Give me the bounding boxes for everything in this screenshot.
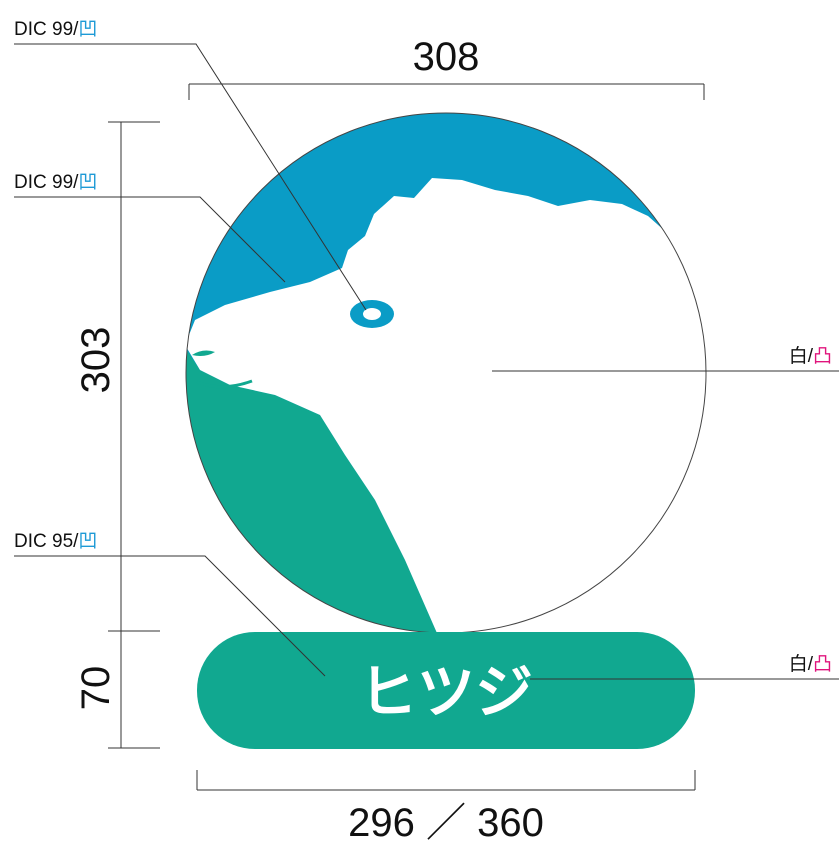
- sheep-eye-highlight: [363, 308, 381, 320]
- callout-head-mark: 凸: [813, 346, 832, 367]
- svg-text:DIC 95/凹: DIC 95/凹: [14, 531, 97, 552]
- callout-label-mark: 凸: [813, 654, 832, 675]
- sheep-head: [186, 178, 706, 633]
- callout-eye: DIC 99/凹: [14, 19, 367, 311]
- callout-sky-code: DIC 99/: [14, 172, 79, 193]
- callout-sky-mark: 凹: [78, 172, 97, 193]
- callout-eye-code: DIC 99/: [14, 19, 79, 40]
- svg-text:白/凸: 白/凸: [789, 653, 832, 675]
- callout-sky: DIC 99/凹: [14, 172, 286, 283]
- name-plate-label: ヒツジ: [359, 658, 533, 726]
- sheep-mouth: [196, 379, 253, 389]
- callout-head-white: 白/凸: [492, 345, 839, 372]
- circle-sign: [185, 112, 707, 634]
- dimension-top-width: [188, 83, 705, 100]
- dimension-bottom-width-label: 296 ／ 360: [348, 801, 544, 843]
- dimension-plate-height-label: 70: [74, 666, 118, 711]
- callout-green: DIC 95/凹: [14, 531, 326, 677]
- dimension-bottom-width: [196, 770, 696, 791]
- dimension-vertical: [108, 121, 160, 749]
- callout-green-code: DIC 95/: [14, 531, 79, 552]
- callout-green-mark: 凹: [78, 531, 97, 552]
- svg-text:DIC 99/凹: DIC 99/凹: [14, 172, 97, 193]
- svg-text:DIC 99/凹: DIC 99/凹: [14, 19, 97, 40]
- sheep-nostril: [192, 350, 215, 356]
- name-plate: ヒツジ: [197, 632, 695, 749]
- callout-label-white: 白/凸: [530, 653, 839, 680]
- callout-eye-mark: 凹: [78, 19, 97, 40]
- dimension-circle-height-label: 303: [74, 327, 118, 394]
- callout-label-code: 白/: [789, 653, 814, 675]
- svg-text:白/凸: 白/凸: [789, 345, 832, 367]
- dimension-top-width-label: 308: [413, 35, 480, 79]
- callout-head-code: 白/: [789, 345, 814, 367]
- name-plate-shape: [197, 632, 695, 749]
